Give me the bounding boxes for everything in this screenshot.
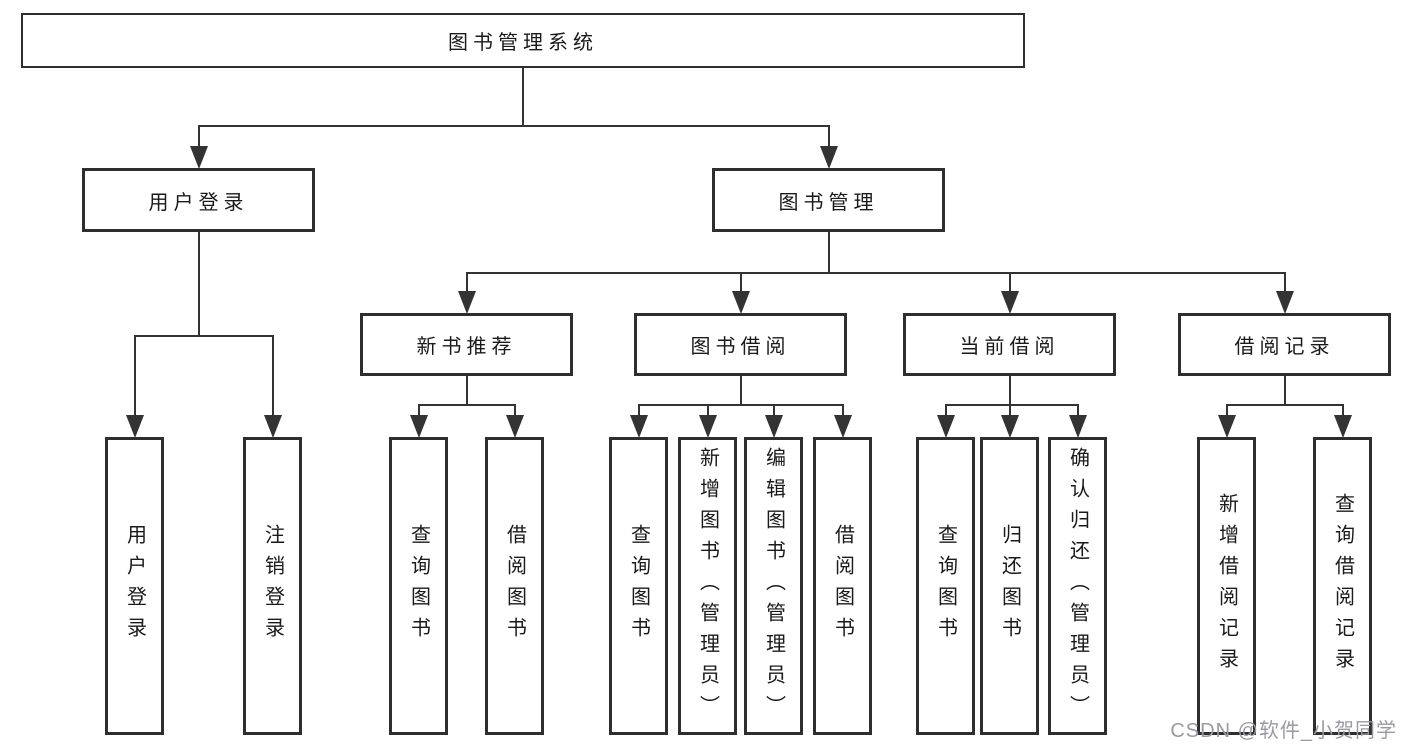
node-book-borrow: 图书借阅 [634, 313, 847, 376]
connector-line-horizontal [637, 404, 844, 406]
connector-line-vertical [772, 405, 775, 417]
node-label-leaf-add-record: 新增借阅记录 [1215, 493, 1238, 679]
node-leaf-query-cur: 查询图书 [916, 437, 975, 735]
arrowhead-down-icon [409, 415, 428, 438]
arrowhead-down-icon [1275, 291, 1294, 314]
arrowhead-down-icon [263, 415, 282, 438]
connector-line-vertical [197, 126, 200, 148]
connector-line-vertical [1008, 273, 1011, 293]
arrowhead-down-icon [457, 291, 476, 314]
connector-line-vertical [637, 405, 640, 417]
connector-line-vertical [1283, 376, 1286, 405]
connector-line-vertical [1076, 405, 1079, 417]
connector-line-vertical [1341, 405, 1344, 417]
connector-line-horizontal [1225, 404, 1344, 406]
connector-line-vertical [1283, 273, 1286, 293]
node-label-mgmt: 图书管理 [778, 191, 879, 214]
arrowhead-down-icon [731, 291, 750, 314]
node-leaf-add-book: 新增图书（管理员） [678, 437, 737, 735]
node-label-current-borrow: 当前借阅 [959, 336, 1060, 358]
node-leaf-query-new: 查询图书 [389, 437, 448, 735]
connector-line-vertical [1008, 405, 1011, 417]
connector-line-horizontal [944, 404, 1079, 406]
node-new-books: 新书推荐 [360, 313, 573, 376]
arrowhead-down-icon [629, 415, 648, 438]
arrowhead-down-icon [1000, 415, 1019, 438]
arrowhead-down-icon [125, 415, 144, 438]
connector-line-vertical [739, 273, 742, 293]
node-label-leaf-return-book: 归还图书 [998, 524, 1021, 648]
node-label-leaf-query-bor: 查询图书 [627, 524, 650, 648]
node-label-leaf-query-new: 查询图书 [407, 524, 430, 648]
node-leaf-logout: 注销登录 [243, 437, 302, 735]
connector-line-vertical [944, 405, 947, 417]
node-label-login: 用户登录 [148, 191, 249, 214]
node-label-book-borrow: 图书借阅 [690, 336, 791, 358]
arrowhead-down-icon [819, 146, 838, 169]
connector-line-vertical [465, 376, 468, 405]
node-login: 用户登录 [82, 168, 315, 232]
connector-line-vertical [841, 405, 844, 417]
node-leaf-confirm-return: 确认归还（管理员） [1048, 437, 1107, 735]
node-leaf-borrow-new: 借阅图书 [485, 437, 544, 735]
node-label-new-books: 新书推荐 [416, 336, 517, 358]
connector-line-vertical [1225, 405, 1228, 417]
connector-line-vertical [1008, 376, 1011, 405]
connector-line-vertical [522, 68, 524, 126]
node-leaf-add-record: 新增借阅记录 [1197, 437, 1256, 735]
node-label-leaf-query-cur: 查询图书 [934, 524, 957, 648]
watermark-text: CSDN @软件_小贺同学 [1170, 720, 1397, 742]
arrowhead-down-icon [1000, 291, 1019, 314]
node-label-leaf-edit-book: 编辑图书（管理员） [762, 446, 785, 726]
node-label-leaf-confirm-return: 确认归还（管理员） [1066, 446, 1089, 726]
connector-line-vertical [271, 336, 274, 417]
connector-line-vertical [513, 405, 516, 417]
arrowhead-down-icon [698, 415, 717, 438]
node-borrow-records: 借阅记录 [1178, 313, 1391, 376]
node-label-leaf-query-record: 查询借阅记录 [1331, 493, 1354, 679]
arrowhead-down-icon [1217, 415, 1236, 438]
connector-line-vertical [827, 232, 830, 273]
connector-line-vertical [827, 126, 830, 148]
node-mgmt: 图书管理 [712, 168, 945, 232]
node-root: 图书管理系统 [21, 13, 1025, 68]
node-leaf-query-record: 查询借阅记录 [1313, 437, 1372, 735]
node-label-root: 图书管理系统 [448, 32, 598, 54]
node-label-borrow-records: 借阅记录 [1234, 336, 1335, 358]
node-leaf-edit-book: 编辑图书（管理员） [744, 437, 803, 735]
node-leaf-return-book: 归还图书 [980, 437, 1039, 735]
node-leaf-user-login: 用户登录 [105, 437, 164, 735]
arrowhead-down-icon [936, 415, 955, 438]
node-label-leaf-borrow-book: 借阅图书 [831, 524, 854, 648]
node-leaf-query-bor: 查询图书 [609, 437, 668, 735]
arrowhead-down-icon [189, 146, 208, 169]
arrowhead-down-icon [833, 415, 852, 438]
node-label-leaf-add-book: 新增图书（管理员） [696, 446, 719, 726]
connector-line-horizontal [417, 404, 516, 406]
node-label-leaf-user-login: 用户登录 [123, 524, 146, 648]
connector-line-vertical [465, 273, 468, 293]
connector-line-vertical [739, 376, 742, 405]
connector-line-horizontal [465, 272, 1286, 274]
node-leaf-borrow-book: 借阅图书 [813, 437, 872, 735]
arrowhead-down-icon [1333, 415, 1352, 438]
node-label-leaf-logout: 注销登录 [261, 524, 284, 648]
connector-line-vertical [197, 232, 200, 336]
node-current-borrow: 当前借阅 [903, 313, 1116, 376]
connector-line-horizontal [197, 125, 830, 127]
connector-line-vertical [417, 405, 420, 417]
node-label-leaf-borrow-new: 借阅图书 [503, 524, 526, 648]
connector-line-vertical [133, 336, 136, 417]
connector-line-horizontal [133, 335, 274, 337]
arrowhead-down-icon [505, 415, 524, 438]
arrowhead-down-icon [764, 415, 783, 438]
arrowhead-down-icon [1068, 415, 1087, 438]
connector-line-vertical [706, 405, 709, 417]
